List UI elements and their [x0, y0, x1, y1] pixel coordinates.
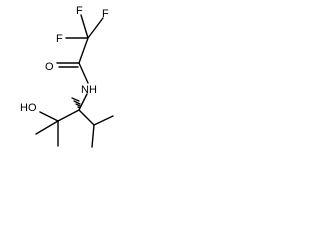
- carbonyl-oxygen-label: O: [45, 61, 54, 73]
- fluorine-top-right-label: F: [102, 8, 109, 20]
- hydroxyl-label: HO: [20, 102, 37, 114]
- fluorine-left-label: F: [56, 33, 63, 45]
- bond-carbinol-methyl-left: [35, 120, 59, 135]
- bond-stereocenter-carbinol: [57, 109, 80, 122]
- bond-cf3-carbonyl: [78, 37, 89, 64]
- bond-isopropyl-methyl-right: [93, 115, 114, 126]
- bond-cf3-f-top-left: [80, 14, 89, 39]
- bond-cf3-f-top-right: [87, 17, 104, 39]
- bond-carbinol-hydroxyl: [39, 111, 59, 122]
- bond-stereocenter-isopropyl: [78, 109, 95, 126]
- bond-carbonyl-nitrogen: [78, 62, 89, 84]
- fluorine-top-left-label: F: [76, 5, 83, 17]
- bond-isopropyl-methyl-down: [91, 124, 95, 148]
- hashed-wedge-bond: [71, 97, 81, 109]
- amide-nitrogen-label: NH: [81, 84, 97, 96]
- chemical-structure: F F F O NH HO: [20, 5, 114, 148]
- bond-nitrogen-stereocenter: [78, 93, 88, 111]
